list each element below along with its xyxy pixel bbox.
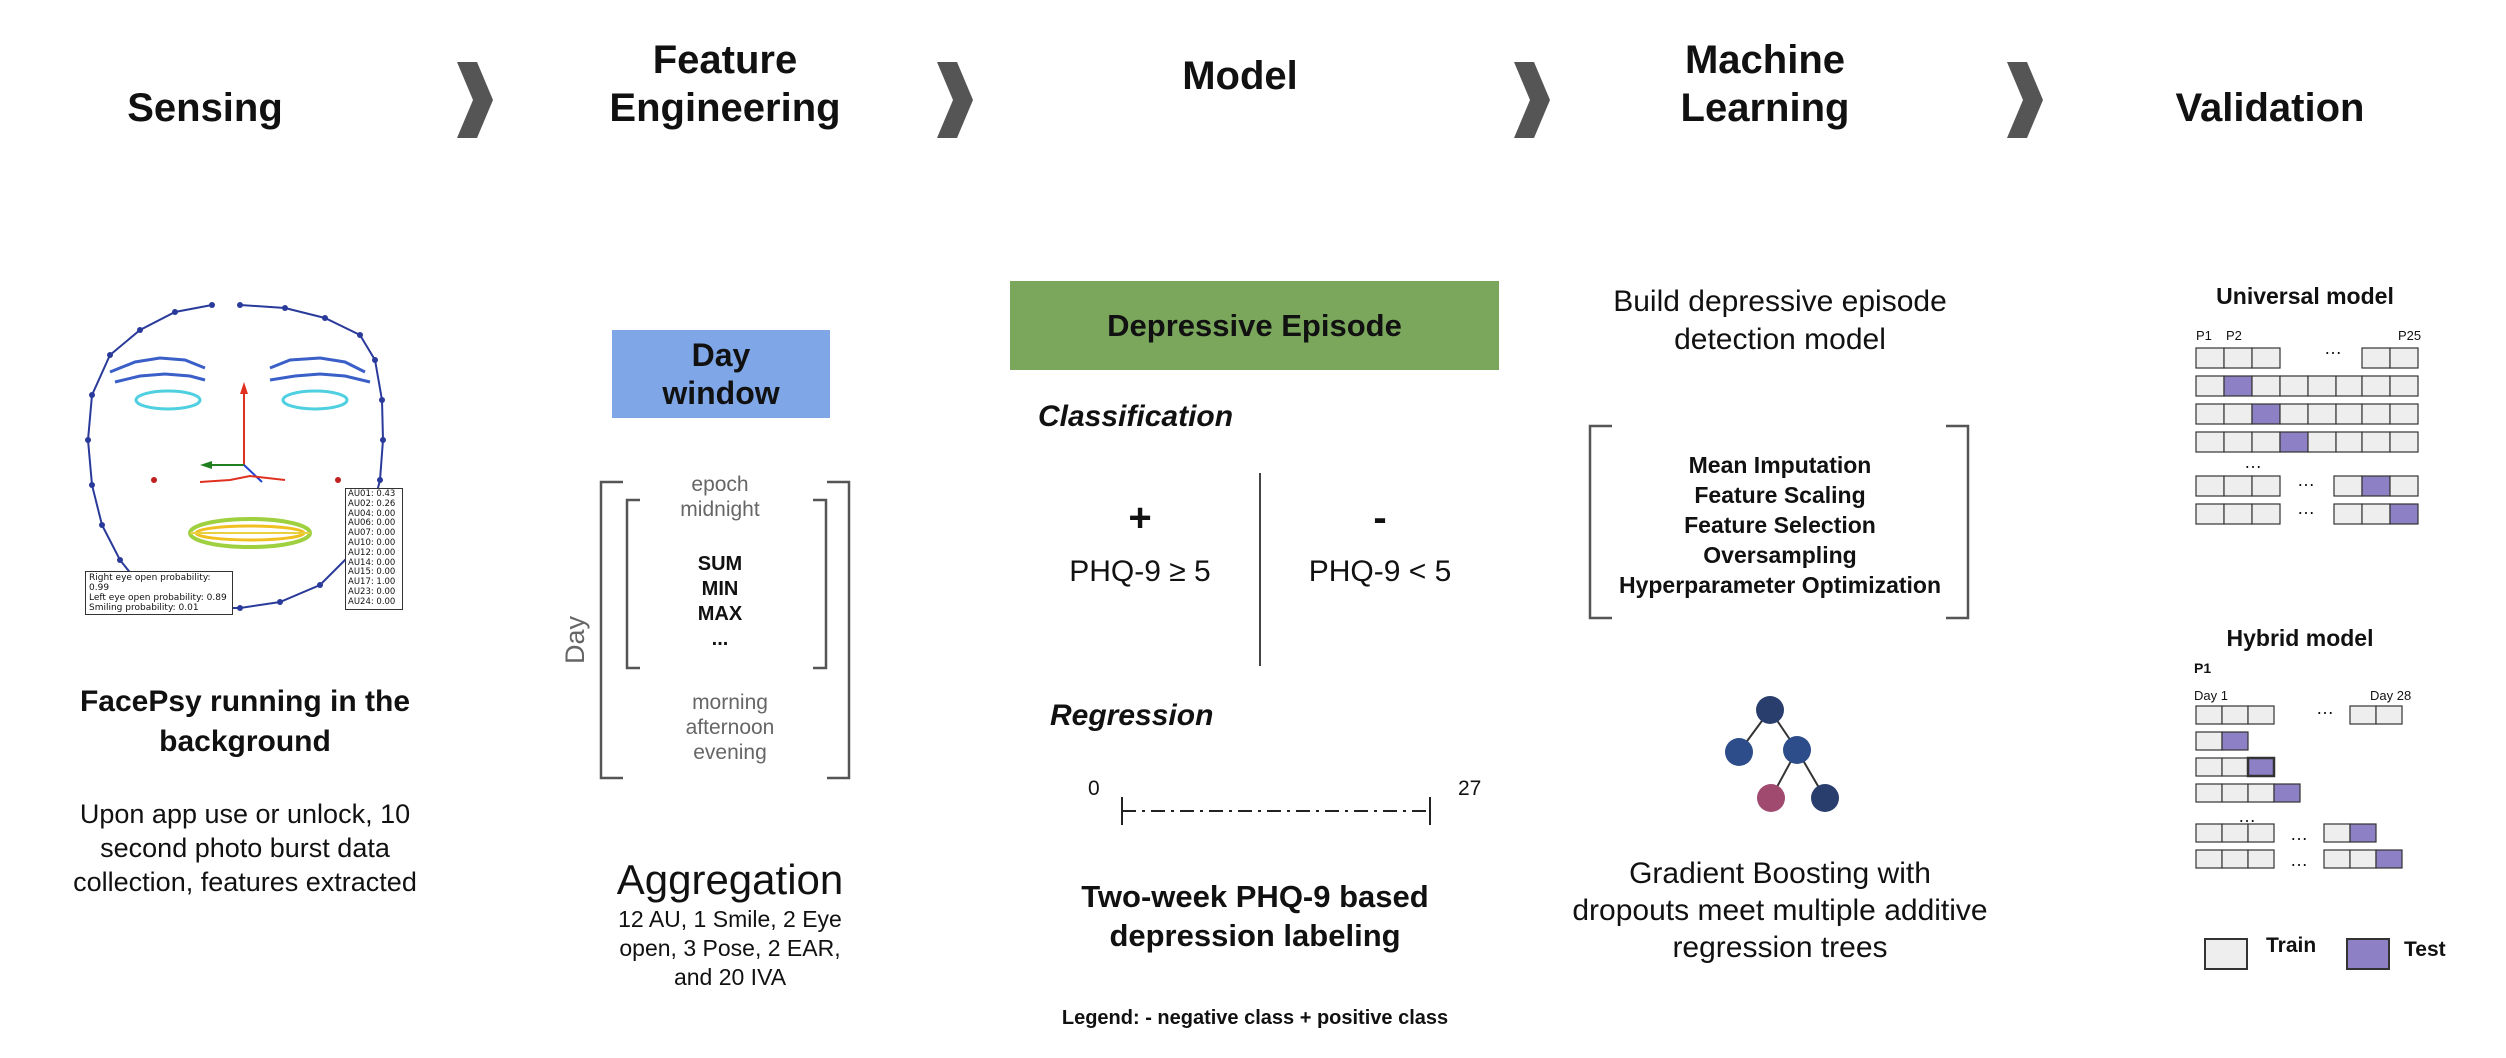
hybrid-day-end-label: Day 28 (2370, 688, 2412, 703)
universal-ellipsis: … (2244, 452, 2262, 472)
au-value: AU02: 0.26 (348, 498, 396, 509)
universal-ellipsis: … (2297, 470, 2315, 490)
epoch-evening: evening (693, 741, 767, 764)
positive-sign: + (1128, 496, 1152, 540)
regression-label: Regression (1050, 699, 1214, 732)
step-hyperparameter-optimization: Hyperparameter Optimization (1618, 572, 1942, 598)
hybrid-model-grid (2195, 705, 2403, 869)
au-value: AU10: 0.00 (348, 537, 396, 548)
au-value: AU14: 0.00 (348, 557, 396, 568)
chevron-right-icon (2007, 62, 2043, 138)
chevron-right-icon (457, 62, 493, 138)
pipeline-steps: Mean Imputation Feature Scaling Feature … (1600, 450, 1960, 600)
probability-line: Smiling probability: 0.01 (89, 603, 199, 613)
positive-rule: PHQ-9 ≥ 5 (1069, 555, 1211, 588)
probability-line: Right eye open probability: 0.99 (89, 573, 211, 593)
au-value: AU01: 0.43 (348, 489, 396, 499)
chevron-right-icon (1514, 62, 1550, 138)
day-axis-label: Day (560, 616, 590, 665)
hybrid-model-title: Hybrid model (2226, 625, 2374, 651)
universal-ellipsis: … (2324, 338, 2342, 358)
step-feature-selection: Feature Selection (1684, 512, 1876, 538)
function-min: MIN (701, 578, 739, 600)
negative-rule: PHQ-9 < 5 (1308, 555, 1452, 588)
hybrid-participant-label: P1 (2194, 660, 2212, 676)
function-list: SUM MIN MAX ... (660, 552, 780, 652)
epoch-afternoon: afternoon (685, 716, 775, 739)
stage-validation: Validation (2175, 86, 2365, 130)
aggregation-title: Aggregation (616, 856, 844, 903)
function-sum: SUM (697, 553, 743, 575)
universal-model-title: Universal model (2216, 283, 2394, 309)
stage-feature-engineering: Feature Engineering (609, 38, 841, 130)
face-mesh-icon (85, 302, 386, 611)
hybrid-ellipsis: … (2238, 806, 2256, 826)
au-value: AU15: 0.00 (348, 567, 396, 578)
negative-sign: - (1373, 496, 1387, 540)
function-more: ... (711, 628, 729, 650)
universal-model-grid (2195, 347, 2419, 525)
class-divider (1259, 473, 1261, 666)
day-window-label: Day window (662, 337, 780, 411)
hybrid-ellipsis: … (2316, 698, 2334, 718)
test-swatch (2346, 938, 2390, 970)
face-landmark-figure: Right eye open probability: 0.99 Left ey… (80, 290, 410, 620)
universal-p2-label: P2 (2226, 328, 2242, 343)
aggregation-detail: 12 AU, 1 Smile, 2 Eye open, 3 Pose, 2 EA… (618, 906, 842, 990)
au-value: AU17: 1.00 (348, 577, 396, 588)
step-feature-scaling: Feature Scaling (1694, 482, 1866, 508)
au-value: AU12: 0.00 (348, 547, 396, 558)
probability-line: Left eye open probability: 0.89 (89, 593, 227, 603)
au-value: AU23: 0.00 (348, 586, 396, 597)
step-oversampling: Oversampling (1703, 542, 1857, 568)
ml-title: Build depressive episode detection model (1613, 285, 1947, 356)
universal-p25-label: P25 (2398, 328, 2422, 343)
chevron-right-icon (937, 62, 973, 138)
day-bracket-figure (599, 480, 851, 780)
class-legend: Legend: - negative class + positive clas… (1061, 1007, 1449, 1029)
epoch-morning: morning (692, 691, 768, 714)
labeling-caption: Two-week PHQ-9 based depression labeling (1081, 879, 1429, 953)
ml-caption: Gradient Boosting with dropouts meet mul… (1572, 857, 1988, 964)
probability-box: Right eye open probability: 0.99 Left ey… (85, 571, 233, 615)
step-mean-imputation: Mean Imputation (1688, 452, 1872, 478)
range-max-label: 27 (1458, 777, 1482, 800)
universal-p1-label: P1 (2196, 328, 2212, 343)
au-value: AU04: 0.00 (348, 508, 396, 519)
hybrid-ellipsis: … (2290, 850, 2308, 870)
au-value: AU24: 0.00 (348, 596, 396, 607)
sensing-title: FacePsy running in the background (79, 685, 411, 758)
hybrid-day-start-label: Day 1 (2194, 688, 2228, 703)
train-swatch (2204, 938, 2248, 970)
pipeline-bracket (1588, 424, 1970, 620)
sensing-description: Upon app use or unlock, 10 second photo … (73, 799, 417, 897)
hybrid-ellipsis: … (2290, 824, 2308, 844)
au-value: AU07: 0.00 (348, 528, 396, 539)
function-max: MAX (697, 603, 743, 625)
au-values-box: AU01: 0.43 AU02: 0.26 AU04: 0.00 AU06: 0… (345, 488, 403, 610)
stage-model: Model (1182, 54, 1298, 98)
day-window-box: Day window (612, 330, 830, 418)
train-legend-label: Train (2266, 934, 2317, 957)
stage-sensing: Sensing (127, 86, 283, 130)
stage-machine-learning: Machine Learning (1680, 38, 1850, 130)
classification-label: Classification (1038, 400, 1234, 433)
depressive-episode-header: Depressive Episode (1010, 281, 1499, 370)
epoch-midnight-label: epoch midnight (680, 473, 760, 521)
universal-ellipsis: … (2297, 498, 2315, 518)
epoch-list: morning afternoon evening (655, 690, 805, 765)
decision-tree-icon (1725, 696, 1839, 812)
range-min-label: 0 (1088, 777, 1100, 800)
test-legend-label: Test (2404, 938, 2446, 961)
au-value: AU06: 0.00 (348, 518, 396, 529)
phq-scale-line (1121, 797, 1431, 825)
